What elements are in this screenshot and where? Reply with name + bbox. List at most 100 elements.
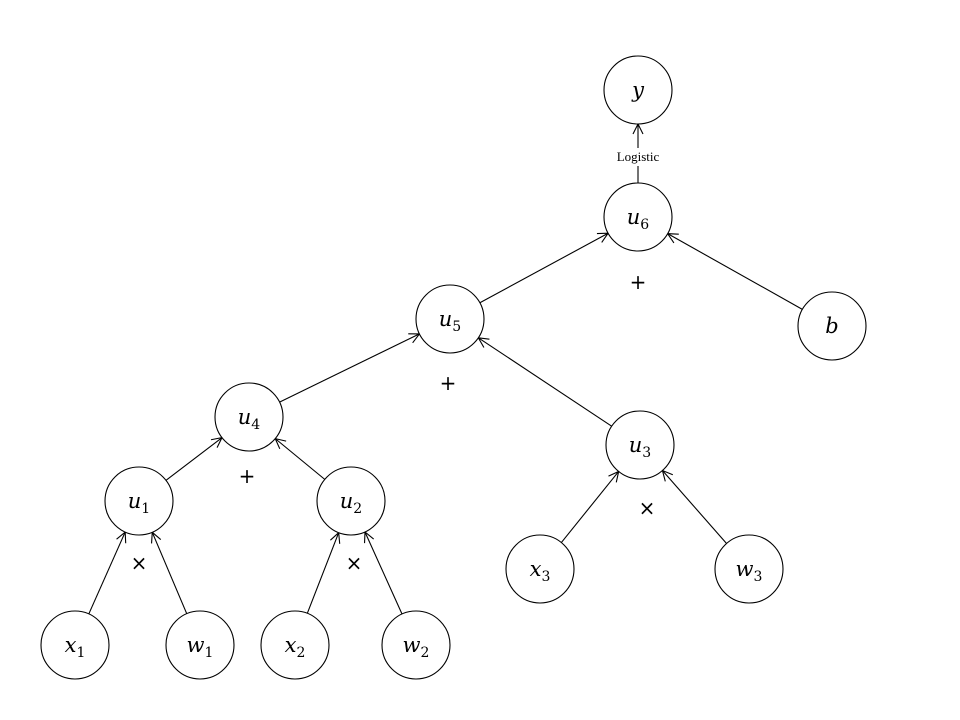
node-w2: w2 (381, 610, 451, 680)
node-subscript: 5 (452, 319, 461, 335)
node-circle (316, 466, 386, 536)
node-circle (605, 410, 675, 480)
node-subscript: 3 (754, 569, 763, 585)
edge-w2-to-u2 (365, 532, 403, 615)
node-circle (165, 610, 235, 680)
node-u5: u5 (415, 284, 485, 354)
node-subscript: 1 (76, 645, 85, 661)
node-symbol: u (340, 489, 354, 513)
node-subscript: 3 (642, 445, 651, 461)
node-label: u3 (629, 433, 651, 461)
node-b: b (797, 291, 867, 361)
node-symbol: x (285, 633, 297, 657)
operator-u3-times: × (639, 496, 656, 520)
edge-arrow (306, 533, 338, 614)
node-symbol: u (629, 433, 643, 457)
node-subscript: 6 (640, 217, 649, 233)
node-label: u1 (128, 489, 150, 517)
node-u6: u6 (603, 182, 673, 252)
node-subscript: 2 (353, 501, 362, 517)
node-circle (603, 55, 673, 125)
node-u2: u2 (316, 466, 386, 536)
node-label: w3 (736, 557, 763, 585)
node-label: x1 (65, 633, 86, 661)
node-circle (603, 182, 673, 252)
node-symbol: u (238, 405, 252, 429)
node-y: y (603, 55, 673, 125)
edge-u5-to-u6 (479, 233, 608, 304)
node-subscript: 2 (421, 645, 430, 661)
node-symbol: x (65, 633, 77, 657)
node-circle (104, 466, 174, 536)
edge-arrow (479, 233, 608, 304)
edge-u2-to-u4 (275, 439, 326, 480)
edge-u1-to-u4 (165, 438, 222, 481)
node-circle (797, 291, 867, 361)
node-circle (260, 610, 330, 680)
node-symbol: w (403, 633, 421, 657)
edge-arrow (275, 439, 326, 480)
node-u1: u1 (104, 466, 174, 536)
node-u4: u4 (214, 382, 284, 452)
edge-w1-to-u1 (152, 532, 188, 614)
node-symbol: b (825, 314, 838, 338)
edge-arrow (662, 471, 727, 544)
node-subscript: 1 (141, 501, 150, 517)
edge-b-to-u6 (668, 234, 803, 310)
node-symbol: w (187, 633, 205, 657)
operator-u1-times: × (131, 551, 148, 575)
node-symbol: u (128, 489, 142, 513)
node-subscript: 2 (296, 645, 305, 661)
node-symbol: w (736, 557, 754, 581)
node-symbol: y (631, 78, 645, 102)
edge-arrow (165, 438, 222, 481)
edge-u6-to-y: Logistic (617, 124, 660, 183)
operator-u2-times: × (346, 551, 363, 575)
node-subscript: 1 (205, 645, 214, 661)
operator-u5-plus: + (440, 371, 457, 395)
node-symbol: u (627, 205, 641, 229)
edge-arrow (365, 532, 403, 615)
edge-x2-to-u2 (306, 533, 338, 614)
edge-w3-to-u3 (662, 471, 727, 544)
node-circle (714, 534, 784, 604)
node-label: w1 (187, 633, 214, 661)
node-circle (381, 610, 451, 680)
node-x2: x2 (260, 610, 330, 680)
node-circle (214, 382, 284, 452)
operator-u4-plus: + (239, 464, 256, 488)
node-circle (415, 284, 485, 354)
node-label: u6 (627, 205, 650, 233)
edge-x3-to-u3 (560, 471, 618, 543)
node-x3: x3 (505, 534, 575, 604)
operators: × × × + + + (131, 270, 656, 575)
node-x1: x1 (40, 610, 110, 680)
node-u3: u3 (605, 410, 675, 480)
node-circle (505, 534, 575, 604)
edge-arrow (668, 234, 803, 310)
node-label: u4 (238, 405, 261, 433)
node-subscript: 3 (541, 569, 550, 585)
node-circle (40, 610, 110, 680)
edge-label-logistic: Logistic (617, 149, 660, 164)
node-label: x2 (285, 633, 306, 661)
edges: Logistic (88, 124, 803, 615)
edge-x1-to-u1 (88, 532, 125, 615)
node-label: x3 (530, 557, 551, 585)
node-subscript: 4 (251, 417, 260, 433)
edge-u4-to-u5 (279, 334, 420, 403)
node-w1: w1 (165, 610, 235, 680)
node-label: b (825, 314, 838, 338)
edge-u3-to-u5 (478, 338, 612, 427)
node-label: w2 (403, 633, 430, 661)
operator-u6-plus: + (630, 270, 647, 294)
node-label: u5 (439, 307, 461, 335)
node-symbol: u (439, 307, 453, 331)
edge-arrow (560, 471, 618, 543)
edge-arrow (279, 334, 420, 403)
edge-arrow (478, 338, 612, 427)
edge-arrow (152, 532, 188, 614)
node-label: u2 (340, 489, 362, 517)
